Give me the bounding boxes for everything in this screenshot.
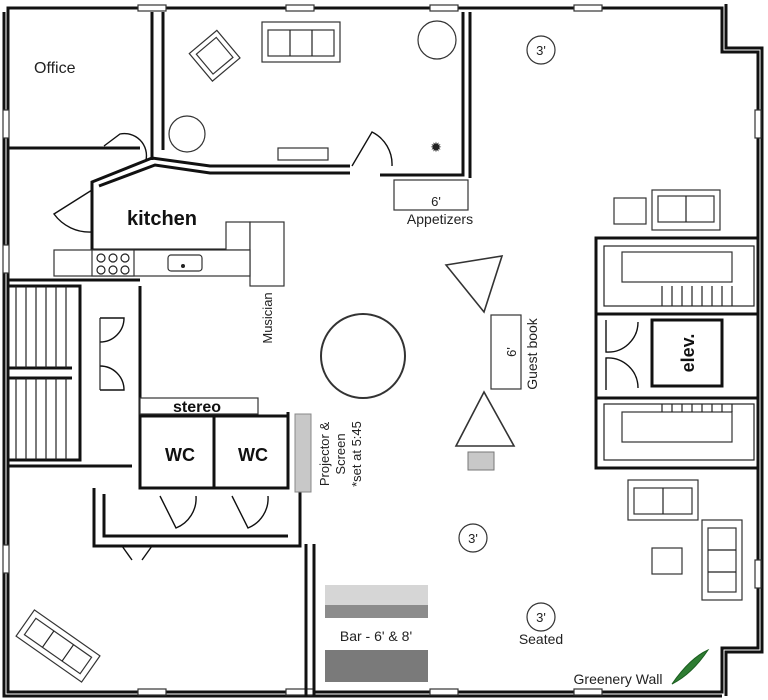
table-size-mid: 3'	[468, 531, 478, 546]
loveseat-icon	[651, 189, 721, 231]
bar-counter-dark	[325, 650, 428, 682]
wc-left-label: WC	[165, 445, 195, 465]
restroom-block: stereo WC WC	[92, 286, 302, 548]
office-label: Office	[34, 60, 76, 77]
round-table-icon	[458, 523, 488, 553]
round-table-icon	[526, 35, 556, 65]
sink-icon	[167, 254, 203, 272]
appetizers-table	[393, 179, 469, 211]
guest-book-table	[490, 314, 522, 390]
door-icon	[159, 495, 197, 529]
bar-label: Bar - 6' & 8'	[340, 628, 412, 644]
seated-label: Seated	[519, 631, 563, 647]
triangle-table-icon	[454, 390, 516, 447]
console-table-icon	[277, 147, 329, 161]
appetizers-size: 6'	[431, 194, 441, 209]
door-icon	[99, 365, 125, 391]
sofa-icon	[701, 519, 743, 601]
round-table-icon	[320, 313, 406, 399]
outer-walls	[2, 4, 764, 698]
appetizers-label: Appetizers	[407, 211, 473, 227]
bar-counter-mid	[325, 605, 428, 618]
round-table-icon	[168, 115, 206, 153]
bar-counter-light	[325, 585, 428, 605]
door-icon	[103, 132, 148, 161]
main-hall: 6' Appetizers Musician 6' Guest book Pro…	[260, 35, 563, 682]
table-size-top: 3'	[536, 43, 546, 58]
podium-icon	[467, 451, 495, 471]
lounge-chair-icon	[15, 609, 101, 683]
projector-screen	[294, 413, 312, 493]
armchair-icon	[188, 29, 241, 82]
sofa-icon	[261, 21, 341, 63]
kitchen: kitchen	[8, 208, 285, 287]
leaf-icon	[671, 648, 710, 685]
stereo-label: stereo	[173, 399, 221, 416]
guest-book-size: 6'	[504, 347, 519, 357]
door-icon	[99, 317, 125, 343]
kitchen-counter	[53, 249, 251, 277]
round-table-icon	[526, 602, 556, 632]
plant-icon: ✹	[430, 139, 442, 155]
elevator-box	[650, 318, 724, 388]
door-icon	[605, 320, 639, 353]
greenery-label: Greenery Wall	[574, 671, 663, 687]
projector-label-line3: *set at 5:45	[349, 421, 364, 487]
wc-right-label: WC	[238, 445, 268, 465]
door-icon	[351, 131, 393, 167]
round-table-icon	[417, 20, 457, 60]
right-lounge: Greenery Wall	[574, 189, 743, 687]
side-table-icon	[651, 547, 683, 575]
projector-label-line2: Screen	[333, 433, 348, 474]
elevator-label: elev.	[678, 334, 698, 373]
left-stairs	[8, 284, 132, 468]
side-table-icon	[613, 197, 647, 225]
stereo-shelf	[139, 397, 259, 415]
loveseat-icon	[627, 479, 699, 521]
door-icon	[231, 495, 269, 529]
table-size-bottom: 3'	[536, 610, 546, 625]
projector-label-line1: Projector &	[317, 422, 332, 487]
door-icon	[52, 189, 93, 233]
bottom-left-room	[15, 544, 316, 696]
kitchen-label: kitchen	[127, 208, 197, 230]
lounge-room: ✹	[90, 12, 472, 250]
door-icon	[605, 357, 639, 390]
guest-book-label: Guest book	[524, 317, 540, 390]
door-icon	[121, 545, 153, 561]
musician-label: Musician	[260, 292, 275, 343]
office: Office	[8, 60, 148, 233]
triangle-table-icon	[444, 255, 504, 314]
elevator-core: elev.	[594, 236, 760, 470]
